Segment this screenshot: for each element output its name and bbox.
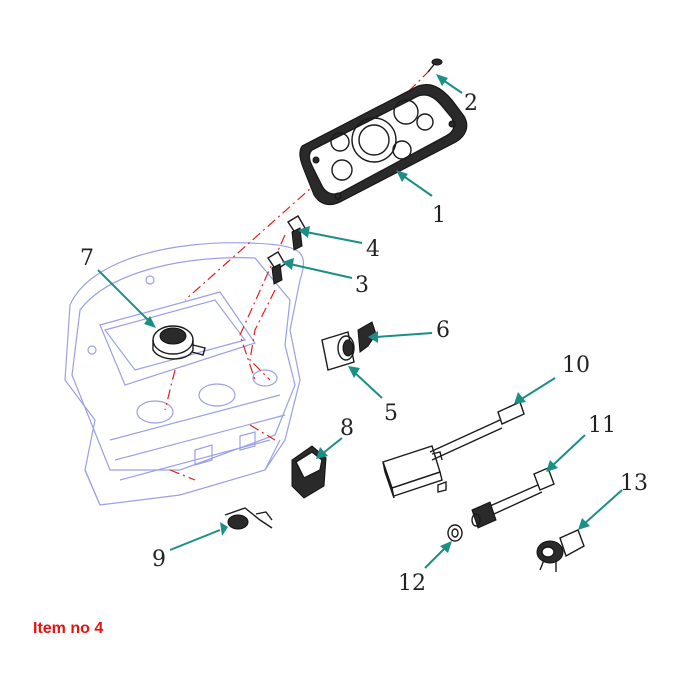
- callout-12: 12: [398, 571, 426, 596]
- item-caption: Item no 4: [33, 620, 104, 637]
- part-3-switch: [267, 251, 286, 285]
- callout-9: 9: [152, 547, 166, 572]
- callout-1: 1: [432, 203, 446, 228]
- part-12-washer: [447, 524, 463, 542]
- callout-numbers: 2 1 4 3 6 5 7 8 9 10 11 12 13: [80, 91, 648, 596]
- part-1-instrument-cluster: [299, 84, 468, 206]
- part-13-bulb-holder: [536, 529, 585, 572]
- callout-13: 13: [620, 471, 648, 496]
- leader-lines: [97, 74, 623, 569]
- callout-7: 7: [80, 246, 94, 271]
- part-9-socket: [224, 507, 273, 530]
- part-7-module: [152, 325, 206, 360]
- callout-3: 3: [355, 273, 369, 298]
- part-2-screw: [427, 58, 443, 73]
- dashboard-housing: [64, 242, 305, 506]
- part-6-key: [357, 321, 377, 353]
- part-5-ignition-switch: [321, 331, 355, 371]
- callout-6: 6: [436, 318, 450, 343]
- callout-2: 2: [464, 91, 478, 116]
- callout-4: 4: [366, 237, 380, 262]
- callout-5: 5: [384, 401, 398, 426]
- callout-10: 10: [562, 353, 590, 378]
- part-11-sensor: [471, 467, 555, 529]
- part-10-control-box: [382, 401, 525, 499]
- callout-8: 8: [340, 416, 354, 441]
- part-8-rocker-switch: [291, 445, 327, 499]
- callout-11: 11: [588, 413, 616, 438]
